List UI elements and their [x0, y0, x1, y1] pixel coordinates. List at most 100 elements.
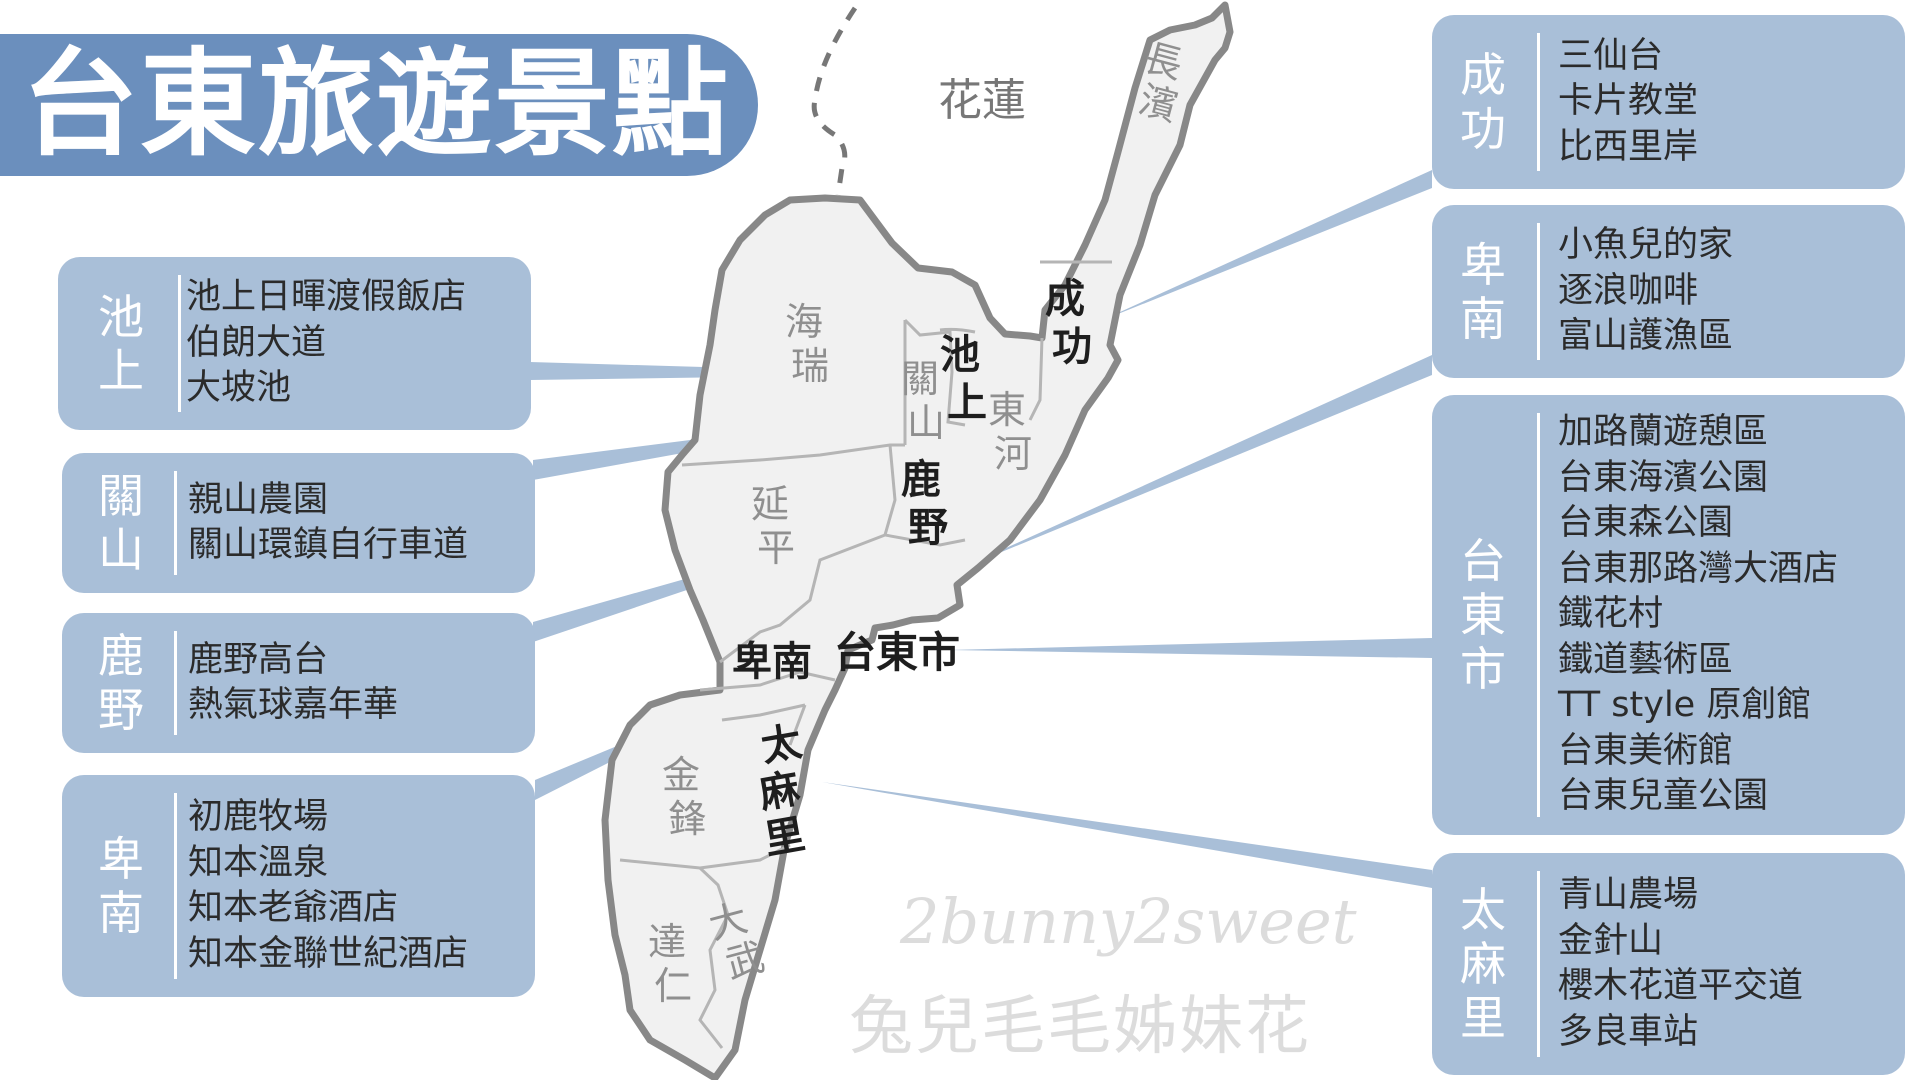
attraction-item: 三仙台: [1558, 35, 1664, 76]
box-beinan-right: 卑南 小魚兒的家逐浪咖啡富山護漁區: [1432, 205, 1905, 378]
label-yanping-c1: 延: [751, 482, 789, 526]
label-luye-c1: 鹿: [901, 457, 941, 503]
attraction-item: 台東海濱公園: [1558, 457, 1769, 498]
box-heading: 成功: [1438, 15, 1528, 189]
heading-char: 卑: [98, 832, 144, 886]
attraction-item: 知本老爺酒店: [188, 888, 399, 928]
attraction-item: 台東森公園: [1558, 503, 1734, 544]
box-heading: 卑南: [76, 775, 166, 997]
label-donghe-c1: 東: [988, 388, 1026, 432]
box-luye: 鹿野 鹿野高台熱氣球嘉年華: [62, 613, 535, 753]
label-jinfeng: 金 鋒: [662, 753, 712, 841]
heading-char: 南: [1460, 291, 1506, 346]
attraction-list: 親山農園關山環鎮自行車道: [188, 453, 468, 593]
box-beinan-left: 卑南 初鹿牧場知本溫泉知本老爺酒店知本金聯世紀酒店: [62, 775, 535, 997]
box-heading: 關山: [76, 453, 166, 593]
attraction-item: 小魚兒的家: [1558, 225, 1734, 266]
attraction-list: 鹿野高台熱氣球嘉年華: [188, 613, 398, 753]
label-yanping: 延 平: [751, 482, 801, 570]
label-hualien: 花蓮: [938, 75, 1026, 126]
attraction-list: 三仙台卡片教堂比西里岸: [1558, 15, 1698, 189]
heading-char: 麻: [1460, 937, 1506, 991]
leader-chenggong: [1098, 170, 1432, 322]
watermark-zh: 兔兒毛毛姊妹花: [849, 990, 1311, 1064]
heading-char: 功: [1460, 102, 1506, 156]
label-jinfeng-c1: 金: [662, 753, 700, 797]
heading-char: 東: [1460, 588, 1506, 642]
attraction-item: 鹿野高台: [188, 639, 329, 680]
attraction-item: 比西里岸: [1558, 126, 1699, 167]
heading-char: 鹿: [98, 629, 144, 683]
box-heading: 卑南: [1438, 205, 1528, 378]
attraction-item: 池上日暉渡假飯店: [186, 277, 467, 318]
label-chenggong: 成 功: [1045, 276, 1099, 370]
label-daren: 達 仁: [648, 920, 698, 1008]
label-taimali-c1: 太: [758, 719, 805, 771]
heading-char: 南: [98, 886, 144, 940]
attraction-item: 逐浪咖啡: [1558, 270, 1699, 311]
label-chishang: 池 上: [940, 332, 994, 426]
label-haiduan: 海 瑞: [785, 300, 835, 388]
box-heading: 鹿野: [76, 613, 166, 753]
attraction-item: 鐵道藝術區: [1558, 639, 1734, 680]
leader-taimali: [822, 782, 1432, 888]
label-donghe-c2: 河: [994, 432, 1032, 476]
attraction-item: 台東兒童公園: [1558, 776, 1769, 817]
heading-char: 太: [1460, 883, 1506, 937]
label-daren-c2: 仁: [654, 964, 692, 1008]
label-taitung-city: 台東市: [834, 628, 960, 677]
label-yanping-c2: 平: [757, 526, 795, 570]
attraction-item: 富山護漁區: [1558, 316, 1734, 357]
attraction-item: 卡片教堂: [1558, 81, 1699, 122]
attraction-list: 初鹿牧場知本溫泉知本老爺酒店知本金聯世紀酒店: [188, 775, 468, 997]
attraction-list: 小魚兒的家逐浪咖啡富山護漁區: [1558, 205, 1733, 378]
box-divider: [178, 275, 181, 412]
attraction-item: 多良車站: [1558, 1011, 1699, 1052]
attraction-item: 台東那路灣大酒店: [1558, 548, 1839, 589]
attraction-item: 加路蘭遊憩區: [1558, 412, 1769, 453]
box-heading: 台東市: [1438, 395, 1528, 835]
label-taimali: 太 麻 里: [745, 716, 835, 864]
township-boundaries: [619, 260, 1112, 1049]
attraction-item: 關山環鎮自行車道: [188, 525, 469, 565]
label-chishang-c1: 池: [940, 332, 980, 378]
box-chenggong: 成功 三仙台卡片教堂比西里岸: [1432, 15, 1905, 189]
heading-char: 台: [1460, 534, 1506, 588]
box-divider: [1537, 33, 1540, 171]
attraction-item: 初鹿牧場: [188, 797, 329, 837]
box-divider: [1537, 413, 1540, 817]
heading-char: 池: [98, 289, 144, 344]
attraction-list: 池上日暉渡假飯店伯朗大道大坡池: [186, 257, 466, 430]
label-guanshan: 關 山: [901, 357, 951, 445]
heading-char: 上: [98, 343, 144, 398]
attraction-item: 親山農園: [188, 479, 329, 520]
leader-beinan-right: [953, 355, 1432, 572]
attraction-item: 熱氣球嘉年華: [188, 685, 399, 725]
hualien-border: [811, 6, 858, 196]
box-taimali: 太麻里 青山農場金針山櫻木花道平交道多良車站: [1432, 853, 1905, 1075]
box-chishang: 池上 池上日暉渡假飯店伯朗大道大坡池: [58, 257, 531, 430]
heading-char: 里: [1460, 991, 1506, 1045]
attraction-list: 青山農場金針山櫻木花道平交道多良車站: [1558, 853, 1803, 1075]
heading-char: 成: [1460, 48, 1506, 102]
label-guanshan-c2: 山: [907, 401, 945, 445]
label-chishang-c2: 上: [947, 380, 987, 426]
attraction-item: 知本溫泉: [188, 842, 329, 883]
attraction-item: 台東美術館: [1558, 730, 1734, 771]
label-luye-c2: 野: [908, 505, 948, 551]
label-taimali-c3: 里: [761, 812, 808, 864]
box-divider: [174, 793, 177, 979]
box-heading: 太麻里: [1438, 853, 1528, 1075]
box-divider: [1537, 871, 1540, 1057]
attraction-item: 知本金聯世紀酒店: [188, 933, 469, 974]
attraction-item: 伯朗大道: [186, 322, 327, 363]
heading-char: 山: [98, 523, 144, 577]
attraction-item: 青山農場: [1558, 875, 1699, 915]
box-taitung-city: 台東市 加路蘭遊憩區台東海濱公園台東森公園台東那路灣大酒店鐵花村鐵道藝術區 TT …: [1432, 395, 1905, 835]
attraction-item: 鐵花村: [1558, 594, 1664, 635]
heading-char: 野: [98, 683, 144, 737]
title-banner: [0, 34, 758, 176]
heading-char: 市: [1460, 642, 1506, 696]
label-beinan: 卑南: [732, 639, 812, 685]
attraction-item: TT style 原創館: [1558, 685, 1812, 726]
